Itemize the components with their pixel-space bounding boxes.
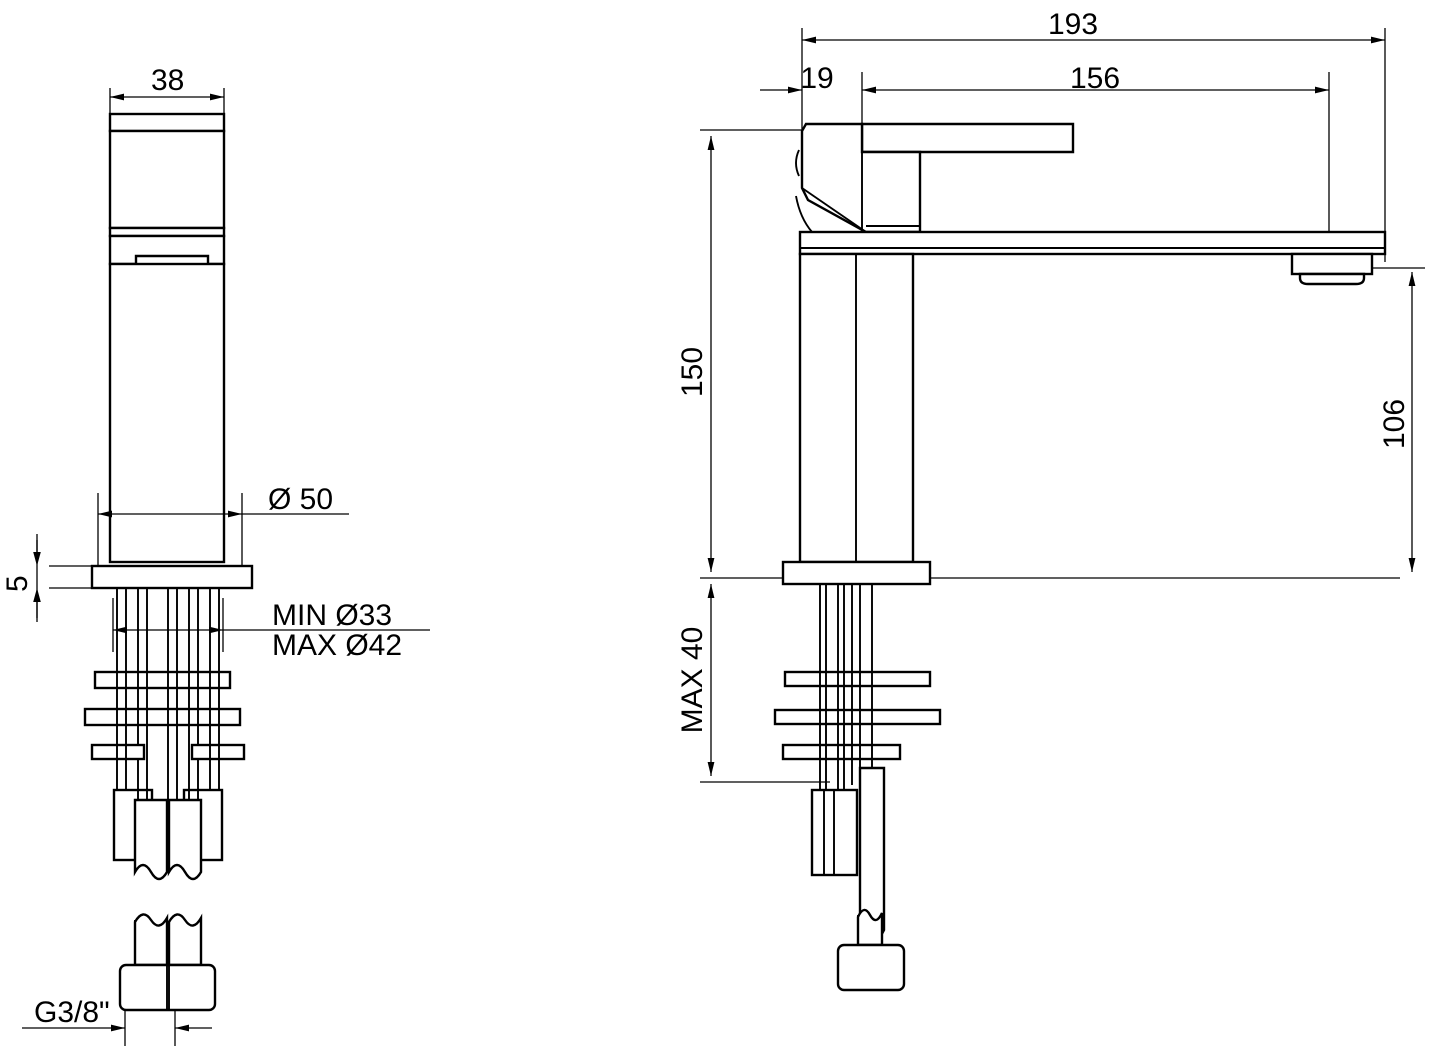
shank-assembly-front [83,588,430,881]
nut-side [836,943,906,992]
washer-lower-side [781,743,902,761]
shank-assembly-side [773,584,942,939]
label-106: 106 [1378,399,1411,449]
washer-middle [83,707,242,727]
body-column-side [798,252,915,564]
body-column-front [108,262,226,564]
lever-side [795,122,922,234]
label-g38: G3/8" [34,996,110,1029]
washer-upper [93,670,232,690]
spout-arm-side [860,122,1075,154]
nut-left [90,743,146,761]
dimension-dia50 [97,493,349,570]
dimension-g38 [22,1010,212,1046]
nut-right [190,743,246,761]
label-5: 5 [1,575,34,592]
aerator-side [1290,252,1374,286]
front-view-group [22,88,430,1046]
hose-break-lower [133,913,203,967]
label-min33: MIN Ø33 [272,599,392,632]
dimension-hole-min-max [112,598,430,652]
washer-upper-side [783,670,932,688]
handle-cap [108,112,226,238]
hose-end-detail-side [836,908,906,992]
label-max42: MAX Ø42 [272,629,402,662]
dimension-max40 [700,584,830,783]
dimension-5 [33,534,92,622]
label-156: 156 [1070,62,1120,95]
dimension-text-layer: 38 Ø 50 5 MIN Ø33 MAX Ø42 G3/8" 193 19 1… [1,8,1411,1029]
label-193: 193 [1048,8,1098,41]
spout-body-side [798,230,1387,256]
label-max40: MAX 40 [676,627,709,734]
dimension-193 [801,28,1386,262]
side-view-group [700,28,1425,992]
hose-right-break [167,798,203,881]
label-150: 150 [676,347,709,397]
label-38: 38 [151,64,184,97]
hose-left-break [133,798,169,881]
base-plate-front [90,564,254,590]
base-plate-side [781,560,932,586]
hose-end-detail-front [118,913,217,1012]
washer-middle-side [773,708,942,726]
label-dia50: Ø 50 [268,483,333,516]
label-19: 19 [800,62,833,95]
